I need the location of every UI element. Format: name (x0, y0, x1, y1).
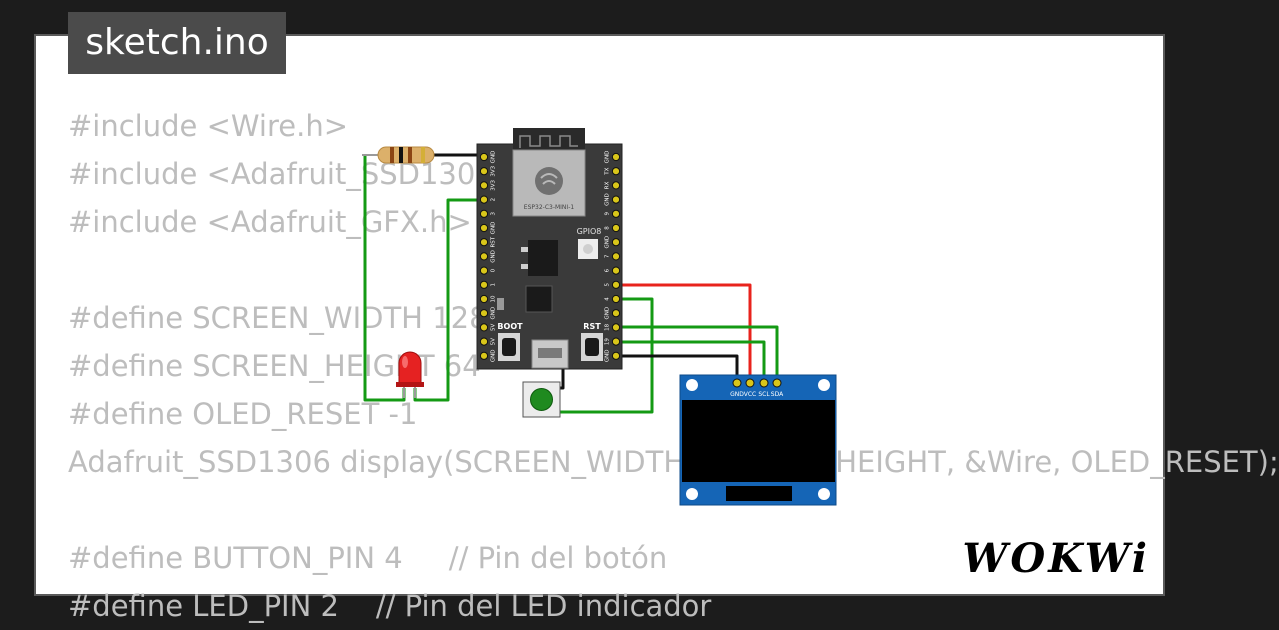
header-pin[interactable] (479, 337, 489, 346)
pin-label: 18 (605, 323, 611, 330)
oled-pin-label: SCL (758, 391, 770, 398)
header-pin[interactable] (479, 209, 489, 218)
header-pin[interactable] (479, 294, 489, 304)
pin-label: 1 (491, 283, 497, 287)
header-pin[interactable] (611, 252, 621, 261)
pin-label: 8 (605, 226, 611, 230)
pin-label: 3V3 (491, 165, 497, 176)
oled-pin[interactable] (745, 378, 755, 388)
header-pin[interactable] (611, 280, 621, 289)
pin-label: GND (491, 151, 497, 164)
header-pin[interactable] (611, 294, 621, 304)
header-pin[interactable] (611, 337, 621, 346)
wokwi-logo: WOKWi (962, 535, 1150, 582)
boot-label: BOOT (497, 322, 523, 331)
pin-label: 10 (491, 295, 497, 302)
header-pin[interactable] (611, 323, 621, 332)
module-label: ESP32-C3-MINI-1 (524, 204, 575, 211)
oled-pin[interactable] (772, 378, 782, 388)
pin-label: 5 (605, 283, 611, 287)
oled-pin[interactable] (759, 378, 769, 388)
header-pin[interactable] (479, 280, 489, 289)
pin-label: RX (605, 181, 611, 189)
wire-scl (616, 325, 779, 382)
pin-label: GND (491, 307, 497, 320)
header-pin[interactable] (479, 252, 489, 261)
header-pin[interactable] (479, 238, 489, 247)
oled-pin[interactable] (732, 378, 742, 388)
rst-label: RST (583, 322, 601, 331)
pin-label: 19 (605, 338, 611, 345)
pin-label: 6 (605, 268, 611, 272)
code-line: #define BUTTON_PIN 4 // Pin del botón (68, 541, 668, 575)
header-pin[interactable] (611, 223, 621, 233)
pin-label: GND (491, 349, 497, 362)
header-pin[interactable] (611, 209, 621, 218)
pin-label: TX (605, 167, 611, 175)
header-pin[interactable] (479, 181, 489, 190)
pin-label: GND (491, 222, 497, 235)
red-led[interactable] (396, 351, 424, 398)
header-pin[interactable] (611, 351, 621, 360)
pin-label: 7 (605, 254, 611, 258)
circuit-diagram: ESP32-C3-MINI-1 GPIO8 BOOT RST GND3V33V3… (362, 128, 837, 506)
file-name-tab[interactable]: sketch.ino (68, 12, 286, 74)
header-pin[interactable] (611, 309, 621, 318)
wire-led-gpio2 (413, 198, 484, 402)
header-pin[interactable] (479, 152, 489, 162)
header-pin[interactable] (479, 266, 489, 275)
pin-label: 5V (491, 324, 497, 331)
code-line: #define LED_PIN 2 // Pin del LED indicad… (68, 589, 712, 623)
header-pin[interactable] (611, 195, 621, 204)
header-pin[interactable] (479, 309, 489, 318)
oled-pin-label: SDA (771, 391, 784, 398)
gpio8-label: GPIO8 (577, 227, 602, 236)
pin-label: GND (605, 236, 611, 249)
code-line: #define SCREEN_HEIGHT 64 (68, 349, 481, 383)
esp32-c3-board[interactable]: ESP32-C3-MINI-1 GPIO8 BOOT RST GND3V33V3… (476, 128, 623, 370)
pin-label: GND (491, 250, 497, 263)
wire-sda (616, 340, 766, 382)
header-pin[interactable] (479, 167, 489, 176)
pin-label: 5V (491, 338, 497, 345)
pin-label: 4 (605, 297, 611, 301)
pin-label: 3V3 (491, 180, 497, 191)
pin-label: GND (605, 193, 611, 206)
pin-label: 0 (491, 268, 497, 272)
pin-label: GND (605, 349, 611, 362)
header-pin[interactable] (479, 223, 489, 233)
header-pin[interactable] (611, 181, 621, 190)
pin-label: 3 (491, 212, 497, 216)
header-pin[interactable] (479, 195, 489, 204)
pin-label: GND (605, 151, 611, 164)
code-line: #define OLED_RESET -1 (68, 397, 418, 431)
header-pin[interactable] (611, 266, 621, 275)
header-pin[interactable] (479, 351, 489, 360)
header-pin[interactable] (479, 323, 489, 332)
code-line: #include <Adafruit_GFX.h> (68, 205, 472, 239)
header-pin[interactable] (611, 167, 621, 176)
header-pin[interactable] (611, 152, 621, 162)
pin-label: 9 (605, 212, 611, 216)
code-listing: #include <Wire.h> #include <Adafruit_SSD… (68, 102, 1279, 630)
oled-pin-label: VCC (744, 391, 756, 398)
pin-label: GND (605, 307, 611, 320)
preview-canvas: #include <Wire.h> #include <Adafruit_SSD… (34, 34, 1279, 623)
wire-vcc (616, 283, 752, 382)
pin-label: 2 (491, 198, 497, 202)
push-button[interactable] (522, 381, 561, 418)
code-line: #include <Wire.h> (68, 109, 349, 143)
resistor[interactable] (362, 146, 435, 164)
wire-gnd-oled (616, 354, 739, 382)
oled-pin-label: GND (730, 391, 744, 398)
header-pin[interactable] (611, 238, 621, 247)
pin-label: RST (491, 236, 497, 247)
wire-resistor-led (363, 155, 406, 402)
